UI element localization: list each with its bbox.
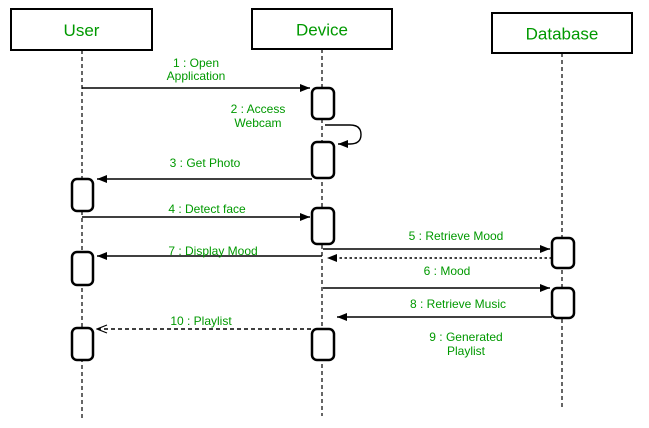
message-label-2: Webcam <box>234 116 281 130</box>
message-label-7: 7 : Display Mood <box>168 244 257 258</box>
activation-bar-user <box>70 326 95 362</box>
self-message-arrow-2 <box>325 124 362 148</box>
message-label-8: 8 : Retrieve Music <box>410 297 506 311</box>
activation-bar-device <box>310 206 336 246</box>
activation-bar-device <box>310 140 336 180</box>
actor-box-user <box>10 8 153 51</box>
actors-layer: User Device Database <box>10 8 633 54</box>
message-label-2: 2 : Access <box>231 102 286 116</box>
message-label-9: 9 : Generated <box>429 330 502 344</box>
activation-bar-device <box>310 86 336 121</box>
actor-box-device <box>251 8 393 50</box>
actor-box-database <box>491 12 633 54</box>
activation-bar-database <box>550 236 576 270</box>
activation-bar-user <box>70 177 95 213</box>
actor-label-database: Database <box>526 25 599 44</box>
message-label-10: 10 : Playlist <box>170 314 232 328</box>
activation-bar-database <box>550 286 576 320</box>
actor-label-device: Device <box>296 21 348 40</box>
message-label-3: 3 : Get Photo <box>170 156 241 170</box>
activation-bar-device <box>310 327 336 362</box>
message-label-1: 1 : Open <box>173 56 219 70</box>
message-label-1: Application <box>167 69 226 83</box>
message-label-5: 5 : Retrieve Mood <box>409 229 504 243</box>
activation-bar-user <box>70 250 95 287</box>
actor-label-user: User <box>64 21 100 40</box>
activations-layer <box>70 86 576 362</box>
message-label-6: 6 : Mood <box>424 264 471 278</box>
message-label-4: 4 : Detect face <box>168 202 246 216</box>
message-label-9: Playlist <box>447 344 486 358</box>
